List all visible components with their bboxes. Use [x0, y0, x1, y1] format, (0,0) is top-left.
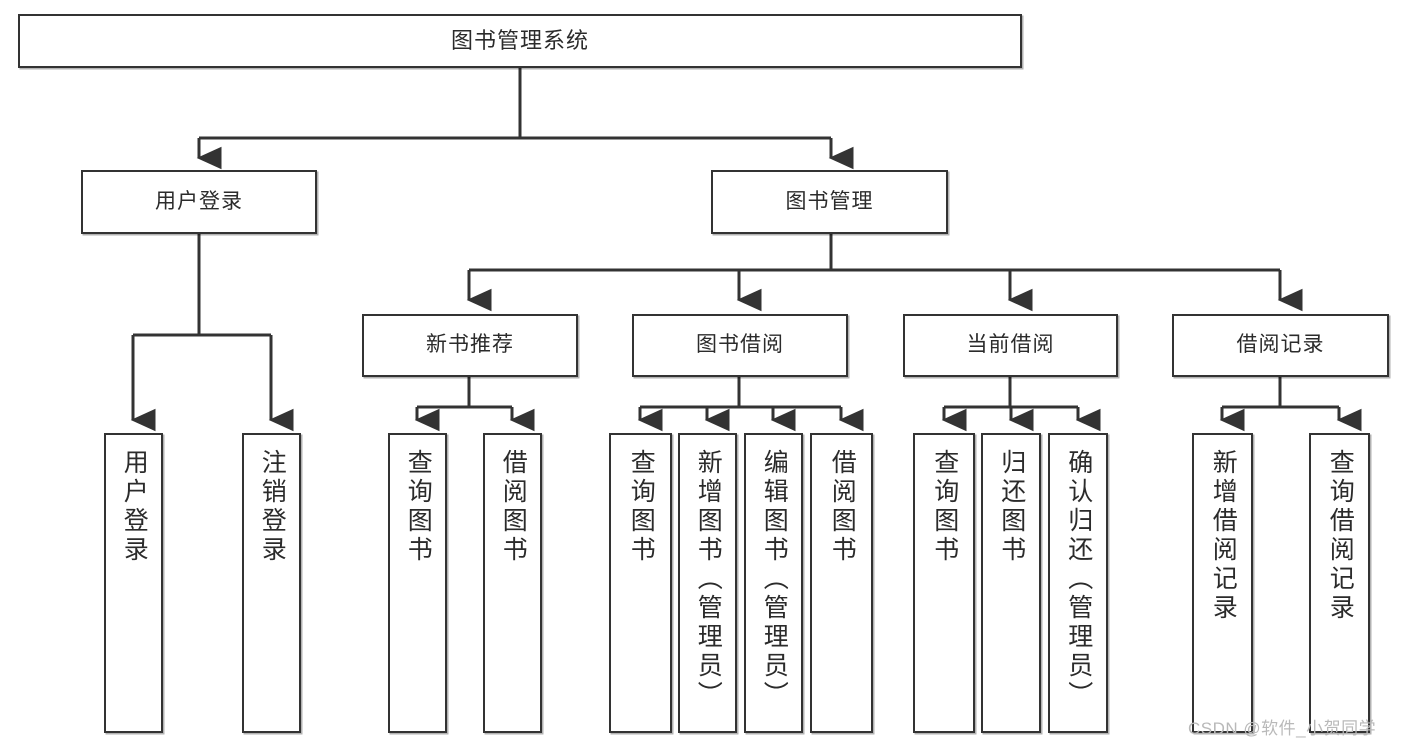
node-leaf-add-borrow-record[interactable]: 新增借阅记录: [1192, 433, 1253, 733]
node-leaf-borrow-book-2[interactable]: 借阅图书: [810, 433, 873, 733]
node-leaf-borrow-book-2-label: 借阅图书: [828, 449, 857, 565]
node-leaf-user-login[interactable]: 用户登录: [104, 433, 163, 733]
node-borrow-record[interactable]: 借阅记录: [1172, 314, 1389, 377]
node-leaf-add-book-admin-label: 新增图书（管理员）: [694, 449, 723, 710]
csdn-watermark: CSDN @软件_小贺同学: [1188, 719, 1377, 738]
node-root[interactable]: 图书管理系统: [18, 14, 1022, 68]
node-leaf-query-book-2[interactable]: 查询图书: [609, 433, 672, 733]
node-leaf-confirm-return-admin-label: 确认归还（管理员）: [1064, 449, 1093, 710]
node-leaf-query-book-2-label: 查询图书: [627, 449, 656, 565]
node-leaf-logout-login-label: 注销登录: [258, 449, 287, 565]
node-user-login[interactable]: 用户登录: [81, 170, 317, 234]
node-leaf-confirm-return-admin[interactable]: 确认归还（管理员）: [1048, 433, 1108, 733]
node-leaf-query-book-1[interactable]: 查询图书: [388, 433, 447, 733]
node-current-borrow-label: 当前借阅: [966, 333, 1055, 357]
node-leaf-query-book-1-label: 查询图书: [404, 449, 433, 565]
node-book-borrow[interactable]: 图书借阅: [632, 314, 848, 377]
node-leaf-user-login-label: 用户登录: [120, 449, 149, 565]
node-leaf-edit-book-admin[interactable]: 编辑图书（管理员）: [744, 433, 803, 733]
node-leaf-borrow-book-1[interactable]: 借阅图书: [483, 433, 542, 733]
node-leaf-query-borrow-record-label: 查询借阅记录: [1326, 449, 1355, 623]
node-borrow-record-label: 借阅记录: [1236, 333, 1325, 357]
node-current-borrow[interactable]: 当前借阅: [903, 314, 1118, 377]
node-leaf-add-book-admin[interactable]: 新增图书（管理员）: [678, 433, 737, 733]
node-new-book-recommend[interactable]: 新书推荐: [362, 314, 578, 377]
node-book-manage[interactable]: 图书管理: [711, 170, 948, 234]
node-leaf-query-borrow-record[interactable]: 查询借阅记录: [1309, 433, 1370, 733]
node-leaf-add-borrow-record-label: 新增借阅记录: [1209, 449, 1238, 623]
node-book-manage-label: 图书管理: [785, 189, 874, 213]
node-book-borrow-label: 图书借阅: [696, 333, 784, 357]
node-leaf-logout-login[interactable]: 注销登录: [242, 433, 301, 733]
node-leaf-query-book-3[interactable]: 查询图书: [913, 433, 975, 733]
node-leaf-return-book-label: 归还图书: [997, 449, 1026, 565]
node-user-login-label: 用户登录: [155, 189, 243, 213]
node-new-book-recommend-label: 新书推荐: [426, 333, 514, 357]
node-leaf-query-book-3-label: 查询图书: [930, 449, 959, 565]
node-root-label: 图书管理系统: [450, 28, 589, 54]
node-leaf-edit-book-admin-label: 编辑图书（管理员）: [760, 449, 789, 710]
node-leaf-borrow-book-1-label: 借阅图书: [499, 449, 528, 565]
node-leaf-return-book[interactable]: 归还图书: [981, 433, 1041, 733]
